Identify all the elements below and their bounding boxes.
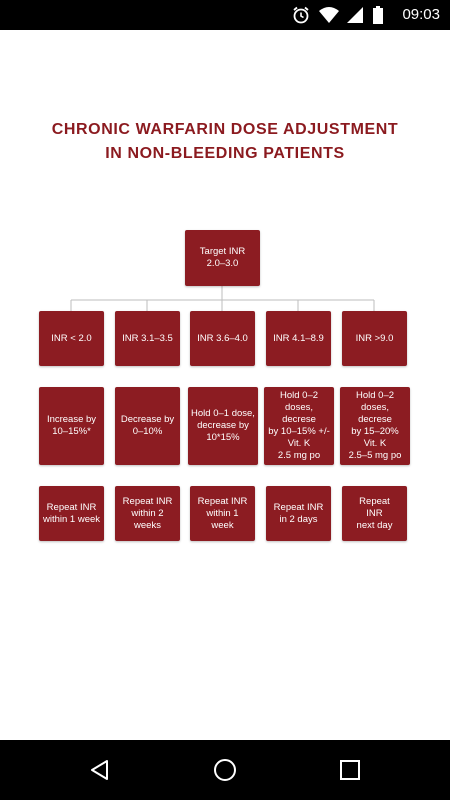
range-label: INR < 2.0 [51,332,92,344]
followup-line: within 1 [206,507,239,519]
target-inr-range: 2.0–3.0 [206,258,239,269]
followup-box-2: Repeat INR within 2 weeks [115,486,180,541]
range-label: INR 3.1–3.5 [122,332,173,344]
home-icon[interactable] [213,758,237,782]
followup-line: Repeat INR [197,495,248,507]
wifi-icon [318,0,340,30]
action-line: 2.5–5 mg po [348,450,402,461]
followup-line: Repeat [359,495,390,507]
followup-line: within 1 week [42,513,101,525]
action-line: 2.5 mg po [277,450,321,461]
range-box-5: INR >9.0 [342,311,407,366]
followup-line: in 2 days [279,513,318,525]
action-line: Decrease by [120,414,175,425]
page-title: CHRONIC WARFARIN DOSE ADJUSTMENT IN NON-… [0,118,450,166]
action-line: doses, decrese [358,402,392,425]
action-line: 10–15%* [52,426,91,437]
range-box-2: INR 3.1–3.5 [115,311,180,366]
action-line: Hold 0–1 dose, [191,408,255,419]
battery-icon [372,0,384,30]
followup-box-3: Repeat INR within 1 week [190,486,255,541]
followup-line: INR [366,507,383,519]
title-line-2: IN NON-BLEEDING PATIENTS [105,145,345,162]
followup-line: weeks [134,519,161,531]
range-label: INR >9.0 [355,332,394,344]
action-line: by 15–20% [351,426,399,437]
action-line: doses, decrese [282,402,316,425]
range-label: INR 4.1–8.9 [273,332,324,344]
followup-box-4: Repeat INR in 2 days [266,486,331,541]
action-line: Hold 0–2 [279,390,319,401]
recents-icon[interactable] [338,758,362,782]
action-line: 10*15% [206,432,240,443]
followup-line: next day [356,519,393,531]
back-icon[interactable] [88,758,112,782]
action-box-2: Decrease by 0–10% [115,387,180,465]
action-line: 0–10% [132,426,163,437]
cellular-signal-icon [346,0,364,30]
action-line: Hold 0–2 [355,390,395,401]
action-box-5: Hold 0–2 doses, decrese by 15–20% Vit. K… [340,387,410,465]
followup-box-5: Repeat INR next day [342,486,407,541]
action-box-3: Hold 0–1 dose, decrease by 10*15% [188,387,258,465]
followup-line: week [211,519,234,531]
action-line: Vit. K [287,438,311,449]
clock: 09:03 [402,6,440,23]
followup-line: Repeat INR [46,501,97,513]
status-bar: 09:03 [0,0,450,30]
flowchart-connectors [70,286,375,311]
followup-box-1: Repeat INR within 1 week [39,486,104,541]
action-line: Increase by [46,414,97,425]
target-inr-label: Target INR [199,246,246,257]
range-label: INR 3.6–4.0 [197,332,248,344]
action-line: by 10–15% +/- [268,426,330,437]
followup-line: Repeat INR [273,501,324,513]
navigation-bar [0,740,450,800]
range-box-1: INR < 2.0 [39,311,104,366]
followup-line: within 2 [131,507,164,519]
action-line: decrease by [197,420,249,431]
followup-line: Repeat INR [122,495,173,507]
range-box-4: INR 4.1–8.9 [266,311,331,366]
range-box-3: INR 3.6–4.0 [190,311,255,366]
page-content: CHRONIC WARFARIN DOSE ADJUSTMENT IN NON-… [0,30,450,740]
action-line: Vit. K [363,438,387,449]
action-box-1: Increase by 10–15%* [39,387,104,465]
target-inr-box: Target INR 2.0–3.0 [185,230,260,286]
title-line-1: CHRONIC WARFARIN DOSE ADJUSTMENT [51,121,399,138]
action-box-4: Hold 0–2 doses, decrese by 10–15% +/- Vi… [264,387,334,465]
alarm-icon [291,0,311,30]
